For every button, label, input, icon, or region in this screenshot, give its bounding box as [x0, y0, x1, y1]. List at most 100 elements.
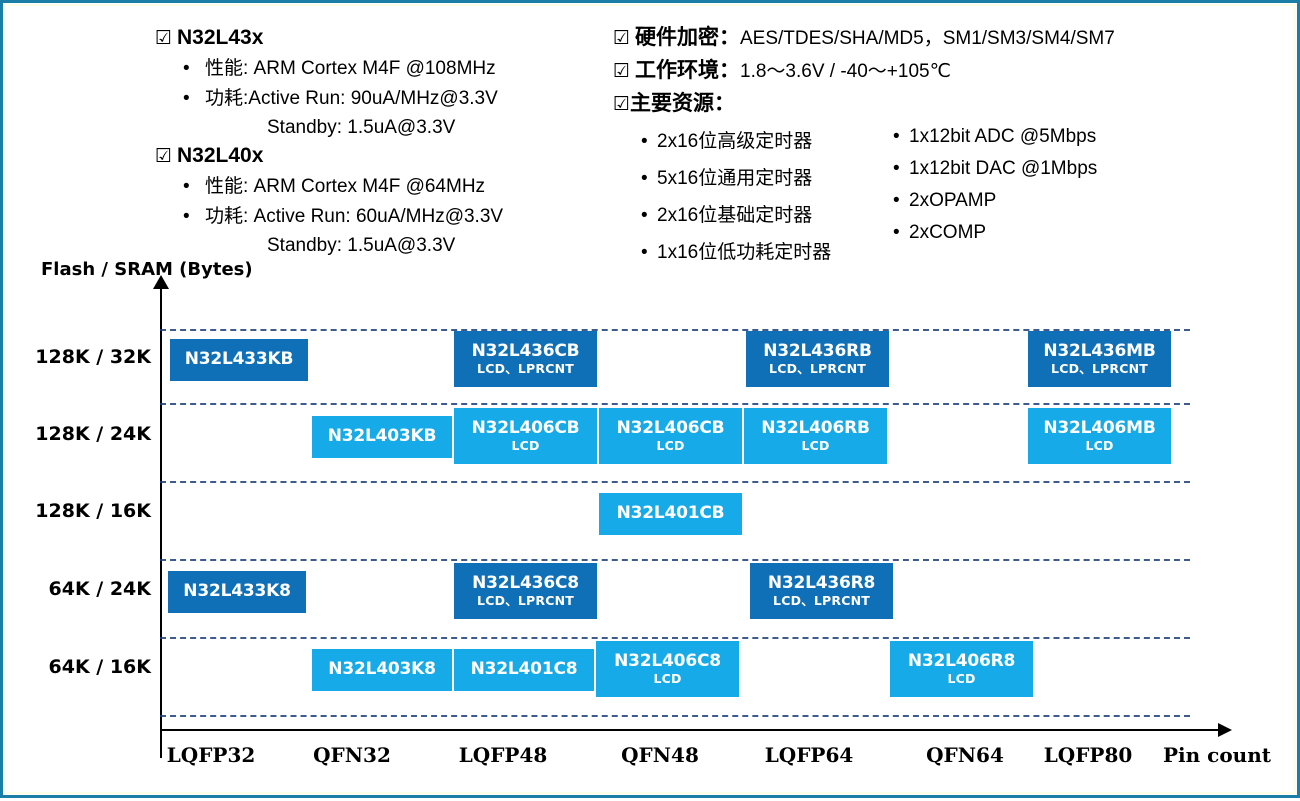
- y-axis-line: [160, 286, 162, 758]
- product-chip-name: N32L401CB: [616, 503, 725, 524]
- product-spec-line: • 功耗:Active Run: 90uA/MHz@3.3V: [183, 88, 503, 110]
- resource-item: • 2x16位基础定时器: [641, 200, 893, 227]
- product-chip-name: N32L406R8: [907, 650, 1016, 671]
- resource-item-label: 2xOPAMP: [909, 190, 997, 211]
- resource-item-label: 2x16位高级定时器: [657, 131, 813, 152]
- y-axis-tick-label: 128K / 24K: [35, 423, 151, 445]
- product-family-title: N32L40x: [177, 144, 264, 167]
- product-chip[interactable]: N32L433KB: [170, 339, 308, 381]
- product-spec-line: Standby: 1.5uA@3.3V: [245, 118, 503, 137]
- gridline: [160, 715, 1190, 717]
- resource-item-label: 5x16位通用定时器: [657, 168, 813, 189]
- product-chip-name: N32L406RB: [761, 417, 870, 438]
- product-spec-text: 功耗: Active Run: 60uA/MHz@3.3V: [205, 206, 504, 227]
- product-chip[interactable]: N32L403KB: [312, 416, 452, 458]
- x-axis-tick-label: LQFP32: [166, 743, 256, 767]
- resource-item: •1x12bit DAC @1Mbps: [893, 158, 1097, 180]
- resources-column-2: •1x12bit ADC @5Mbps•1x12bit DAC @1Mbps•2…: [893, 126, 1097, 274]
- feature-label-resources: 主要资源：: [630, 92, 735, 115]
- product-family-row-1: ☑N32L40x: [155, 145, 503, 168]
- product-chip-name: N32L433K8: [183, 581, 291, 602]
- product-spec-line: •性能: ARM Cortex M4F @64MHz: [183, 176, 503, 198]
- gridline: [160, 559, 1190, 561]
- product-chip-features: LCD: [656, 438, 685, 454]
- resource-item-label: 2xCOMP: [909, 222, 987, 243]
- bullet-icon: •: [893, 158, 900, 179]
- resource-item-label: 1x16位低功耗定时器: [657, 242, 832, 263]
- product-chip-name: N32L436CB: [471, 340, 580, 361]
- feature-row-encryption: ☑ 硬件加密： AES/TDES/SHA/MD5，SM1/SM3/SM4/SM7: [613, 27, 1115, 50]
- bullet-icon: •: [183, 88, 190, 109]
- product-chip[interactable]: N32L401C8: [454, 649, 594, 691]
- product-chip-name: N32L406CB: [471, 417, 580, 438]
- x-axis-tick-label: LQFP80: [1043, 743, 1133, 767]
- resource-item: • 1x16位低功耗定时器: [641, 237, 893, 264]
- feature-value-encryption: AES/TDES/SHA/MD5，SM1/SM3/SM4/SM7: [740, 28, 1115, 49]
- product-family-title: N32L43x: [177, 26, 264, 49]
- x-axis-title: Pin count: [1163, 743, 1271, 767]
- feature-label-environment: 工作环境：: [635, 59, 740, 82]
- y-axis-title: Flash / SRAM (Bytes): [41, 259, 253, 280]
- resource-item: •2xCOMP: [893, 222, 1097, 244]
- product-chip-name: N32L436RB: [763, 340, 872, 361]
- product-chip-name: N32L406CB: [616, 417, 725, 438]
- resources-columns: • 2x16位高级定时器 • 5x16位通用定时器 • 2x16位基础定时器 • 1x16位低…: [641, 126, 1115, 274]
- product-chip[interactable]: N32L433K8: [168, 571, 306, 613]
- product-matrix-chart: Flash / SRAM (Bytes) 128K / 32K 128K / 24…: [3, 253, 1300, 801]
- checkbox-icon: ☑: [155, 146, 173, 167]
- header-left-block: ☑N32L43x•性能: ARM Cortex M4F @108MHz•功耗:A…: [155, 27, 503, 263]
- product-spec-line: Standby: 1.5uA@3.3V: [245, 236, 503, 255]
- bullet-icon: •: [641, 168, 648, 189]
- product-chip[interactable]: N32L401CB: [599, 493, 742, 535]
- resource-item: • 2x16位高级定时器: [641, 126, 893, 153]
- product-chip-name: N32L436C8: [472, 572, 579, 593]
- product-chip-name: N32L436MB: [1043, 340, 1156, 361]
- product-chip[interactable]: N32L403K8: [312, 649, 452, 691]
- bullet-icon: •: [893, 190, 900, 211]
- product-chip-name: N32L403K8: [328, 659, 436, 680]
- product-spec-text: Standby: 1.5uA@3.3V: [267, 235, 456, 256]
- product-chip-name: N32L401C8: [470, 659, 578, 680]
- bullet-icon: •: [641, 205, 648, 226]
- resource-item: • 5x16位通用定时器: [641, 163, 893, 190]
- x-axis-tick-label: LQFP64: [764, 743, 854, 767]
- header-right-block: ☑ 硬件加密： AES/TDES/SHA/MD5，SM1/SM3/SM4/SM7…: [613, 27, 1115, 274]
- feature-row-resources: ☑ 主要资源：: [613, 93, 1115, 116]
- y-axis-tick-label: 64K / 16K: [48, 656, 152, 678]
- y-axis-tick-label: 128K / 32K: [35, 346, 151, 368]
- gridline: [160, 403, 1190, 405]
- checkbox-icon: ☑: [613, 61, 631, 82]
- product-chip-name: N32L403KB: [327, 426, 437, 447]
- x-axis-tick-label: LQFP48: [458, 743, 548, 767]
- bullet-icon: •: [641, 242, 648, 263]
- x-axis-tick-label: QFN64: [926, 743, 1004, 767]
- y-axis-arrow-icon: [153, 275, 169, 289]
- product-chip-features: LCD、LPRCNT: [477, 361, 574, 377]
- resources-column-1: • 2x16位高级定时器 • 5x16位通用定时器 • 2x16位基础定时器 • 1x16位低…: [641, 126, 893, 274]
- bullet-icon: •: [183, 206, 190, 227]
- checkbox-icon: ☑: [613, 28, 631, 49]
- product-spec-text: 功耗:Active Run: 90uA/MHz@3.3V: [205, 88, 498, 109]
- checkbox-icon: ☑: [613, 94, 631, 115]
- resource-item-label: 2x16位基础定时器: [657, 205, 813, 226]
- product-chip-features: LCD: [511, 438, 540, 454]
- product-chip-features: LCD: [1085, 438, 1114, 454]
- checkbox-icon: ☑: [155, 28, 173, 49]
- product-chip-features: LCD: [801, 438, 830, 454]
- product-chip-features: LCD、LPRCNT: [769, 361, 866, 377]
- feature-value-environment: 1.8～3.6V / -40～+105℃: [740, 61, 951, 82]
- product-chip-features: LCD、LPRCNT: [773, 593, 870, 609]
- resource-item: • 2xOPAMP: [893, 190, 1097, 212]
- bullet-icon: •: [641, 131, 648, 152]
